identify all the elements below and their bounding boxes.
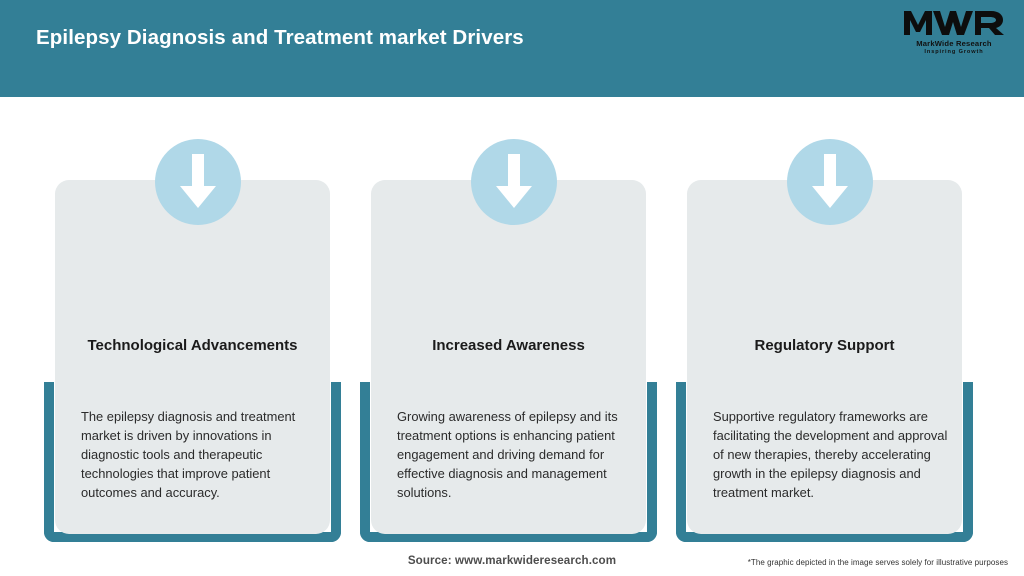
driver-badge-2 xyxy=(471,139,557,225)
driver-body-3: Supportive regulatory frameworks are fac… xyxy=(713,409,948,500)
driver-card-3[interactable]: Regulatory Support Supportive regulatory… xyxy=(687,180,962,534)
down-arrow-icon xyxy=(180,154,216,208)
logo-tagline: Inspiring Growth xyxy=(924,49,984,55)
brand-logo: MarkWide Research Inspiring Growth xyxy=(902,8,1006,60)
driver-body-1: The epilepsy diagnosis and treatment mar… xyxy=(81,409,296,500)
down-arrow-icon xyxy=(812,154,848,208)
driver-title-1: Technological Advancements xyxy=(87,337,298,354)
driver-body-2: Growing awareness of epilepsy and its tr… xyxy=(397,409,618,500)
header-banner: Epilepsy Diagnosis and Treatment market … xyxy=(0,0,1024,97)
mwr-logo-icon xyxy=(904,11,1004,35)
column-bracket-1 xyxy=(44,382,341,542)
driver-card-2[interactable]: Increased Awareness Growing awareness of… xyxy=(371,180,646,534)
logo-company-name: MarkWide Research xyxy=(916,39,992,48)
driver-card-1[interactable]: Technological Advancements The epilepsy … xyxy=(55,180,330,534)
driver-badge-1 xyxy=(155,139,241,225)
driver-title-2: Increased Awareness xyxy=(432,337,585,354)
driver-column-1: Technological Advancements The epilepsy … xyxy=(35,97,350,576)
column-bracket-3 xyxy=(676,382,973,542)
driver-title-3: Regulatory Support xyxy=(754,337,895,354)
driver-column-3: Regulatory Support Supportive regulatory… xyxy=(667,97,982,576)
driver-badge-3 xyxy=(787,139,873,225)
down-arrow-icon xyxy=(496,154,532,208)
column-bracket-2 xyxy=(360,382,657,542)
driver-column-2: Increased Awareness Growing awareness of… xyxy=(351,97,666,576)
source-label: Source: www.markwideresearch.com xyxy=(407,554,617,567)
page-title: Epilepsy Diagnosis and Treatment market … xyxy=(36,26,524,49)
disclaimer-note: *The graphic depicted in the image serve… xyxy=(747,558,1008,567)
drivers-container: Technological Advancements The epilepsy … xyxy=(0,97,1024,576)
